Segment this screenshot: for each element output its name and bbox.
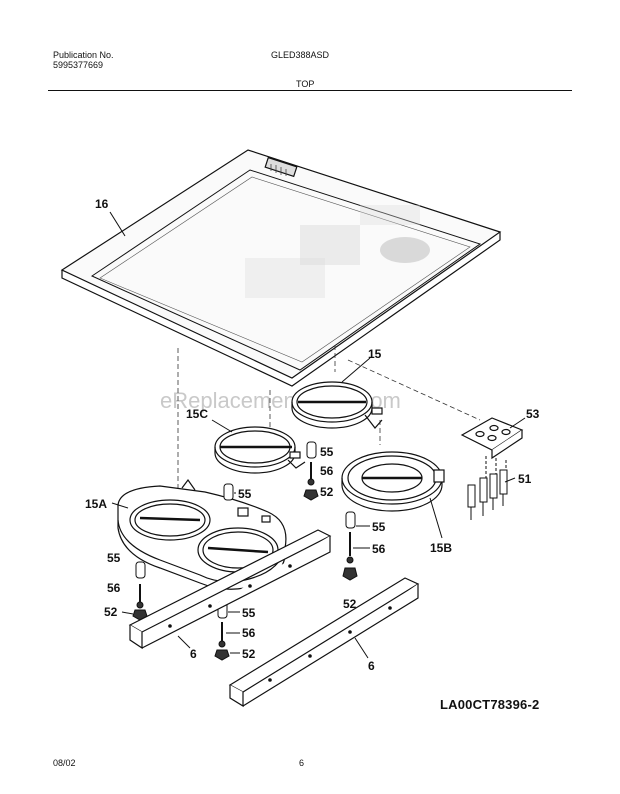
- leader-53: [509, 417, 526, 429]
- page-number: 6: [299, 758, 305, 768]
- alignment-lines: [177, 345, 481, 490]
- support-rail-lower: [228, 577, 420, 708]
- element-15: [291, 381, 383, 429]
- callout-56-c: 56: [372, 542, 386, 556]
- section-title: TOP: [296, 79, 315, 89]
- callout-55-e: 55: [242, 606, 256, 620]
- callout-15B: 15B: [430, 541, 452, 555]
- fastener-stack-c: [342, 511, 358, 581]
- model-number: GLED388ASD: [271, 50, 330, 60]
- callout-56-e: 56: [242, 626, 256, 640]
- element-15A: [117, 478, 287, 590]
- glass-texture: [245, 205, 430, 298]
- leader-15B: [429, 497, 443, 539]
- leader-16: [109, 211, 126, 237]
- fastener-stack-e: [214, 601, 230, 661]
- publication-label: Publication No.: [53, 50, 114, 60]
- element-15B: [341, 451, 445, 512]
- callout-55-a: 55: [320, 445, 334, 459]
- callout-53: 53: [526, 407, 540, 421]
- publication-number: 5995377669: [53, 60, 104, 70]
- callout-6-b: 6: [368, 659, 375, 673]
- spacer-b: [223, 483, 234, 501]
- diagram-code: LA00CT78396-2: [440, 697, 540, 712]
- callout-55-b: 55: [238, 487, 252, 501]
- fastener-stack-a: [303, 441, 319, 501]
- leader-15C: [211, 419, 233, 433]
- cooktop-glass: [60, 149, 502, 387]
- callout-55-d: 55: [107, 551, 121, 565]
- callout-56-a: 56: [320, 464, 334, 478]
- leader-15: [341, 357, 371, 383]
- callout-52-e: 52: [242, 647, 256, 661]
- callout-15A: 15A: [85, 497, 107, 511]
- footer-date: 08/02: [53, 758, 76, 768]
- terminal-leads-51: [467, 456, 508, 520]
- leader-15A: [111, 502, 129, 509]
- callout-6-a: 6: [190, 647, 197, 661]
- leader-6-a: [177, 635, 191, 649]
- support-rail-upper: [128, 529, 332, 650]
- callout-52-a: 52: [320, 485, 334, 499]
- leader-6-b: [354, 637, 369, 659]
- callout-56-d: 56: [107, 581, 121, 595]
- header-rule: [48, 90, 572, 91]
- callout-55-c: 55: [372, 520, 386, 534]
- terminal-bracket-53: [460, 417, 524, 460]
- callout-51: 51: [518, 472, 532, 486]
- leader-51: [504, 477, 516, 483]
- callout-52-d: 52: [104, 605, 118, 619]
- callout-52-c: 52: [343, 597, 357, 611]
- callout-15: 15: [368, 347, 382, 361]
- callout-16: 16: [95, 197, 109, 211]
- fastener-stack-d: [132, 561, 148, 621]
- callout-15C: 15C: [186, 407, 208, 421]
- element-15C: [214, 426, 306, 474]
